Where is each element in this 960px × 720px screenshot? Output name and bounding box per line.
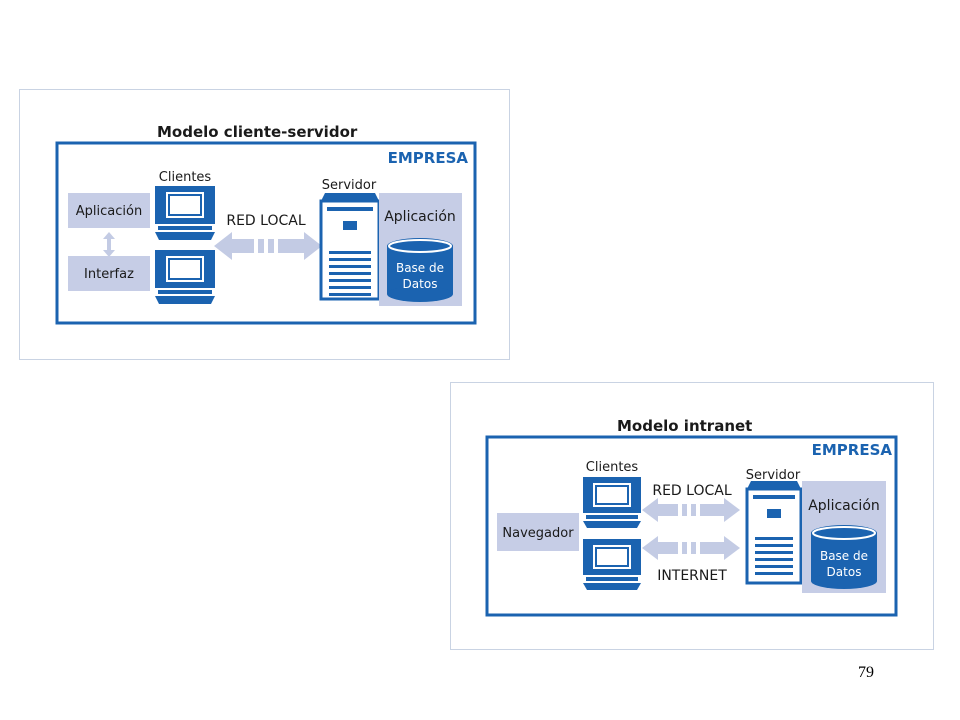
diagram-title: Modelo intranet — [617, 417, 752, 435]
company-label: EMPRESA — [388, 149, 469, 167]
browser-box-label: Navegador — [502, 526, 574, 541]
intranet-diagram: Modelo intranet EMPRESA Navegador Client… — [485, 417, 898, 617]
interface-box — [68, 256, 150, 291]
client-server-diagram-panel: Modelo cliente-servidor EMPRESA Aplicaci… — [19, 89, 510, 360]
server-icon — [745, 479, 803, 585]
intranet-diagram-panel: Modelo intranet EMPRESA Navegador Client… — [450, 382, 934, 650]
bidirectional-arrow-icon — [214, 232, 322, 260]
client-computer-icon — [154, 185, 216, 241]
server-label: Servidor — [322, 178, 377, 193]
app-box — [68, 193, 150, 228]
app-box-label: Aplicación — [76, 204, 142, 219]
database-label-line2: Datos — [827, 565, 862, 579]
client-server-diagram: Modelo cliente-servidor EMPRESA Aplicaci… — [55, 123, 477, 325]
clients-label: Clientes — [586, 460, 639, 475]
interface-box-label: Interfaz — [84, 267, 134, 282]
client-computer-icon — [582, 538, 642, 591]
diagram-title: Modelo cliente-servidor — [157, 123, 358, 141]
server-icon — [319, 191, 381, 301]
company-label: EMPRESA — [812, 441, 893, 459]
page-number: 79 — [858, 664, 874, 681]
company-frame — [485, 435, 898, 617]
bidirectional-arrow-icon — [642, 536, 740, 560]
server-app-label: Aplicación — [808, 498, 880, 514]
network-label-bottom: INTERNET — [657, 568, 727, 584]
network-label: RED LOCAL — [226, 213, 305, 229]
network-label-top: RED LOCAL — [652, 483, 731, 499]
bidirectional-arrow-icon — [642, 498, 740, 522]
vertical-double-arrow-icon — [103, 232, 115, 257]
database-label-line1: Base de — [820, 549, 868, 563]
database-label-line2: Datos — [403, 277, 438, 291]
clients-label: Clientes — [159, 170, 212, 185]
company-frame — [55, 141, 477, 325]
client-computer-icon — [582, 476, 642, 529]
database-label-line1: Base de — [396, 261, 444, 275]
browser-box — [497, 513, 579, 551]
server-label: Servidor — [746, 468, 801, 483]
server-app-label: Aplicación — [384, 209, 456, 225]
client-computer-icon — [154, 249, 216, 305]
